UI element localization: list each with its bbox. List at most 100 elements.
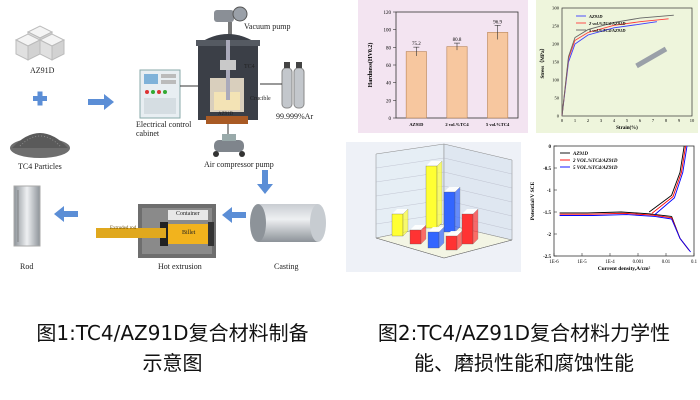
specimen-icon — [635, 46, 668, 69]
x-tick-label: 8 — [665, 118, 668, 123]
bar-side — [436, 160, 443, 229]
bar-front — [445, 235, 458, 251]
bar-top — [426, 161, 442, 166]
y-tick-label: 200 — [552, 42, 560, 47]
bar-side — [454, 186, 461, 233]
x-tick-label: 2 vol.%TC4 — [445, 122, 469, 127]
legend-label: AZ91D — [572, 152, 588, 157]
plot-frame — [561, 7, 693, 117]
plot-frame — [553, 145, 695, 257]
axis-x — [375, 237, 445, 259]
fig1-caption-line1: 图1:TC4/AZ91D复合材料制备 — [36, 321, 309, 345]
series-line — [559, 211, 672, 217]
series-line — [561, 18, 669, 117]
series-line — [559, 214, 672, 220]
y-tick-label: 80 — [386, 46, 392, 51]
label-vacuum-pump: Vacuum pump — [244, 22, 291, 31]
bar-top — [462, 209, 478, 214]
y-axis-label: Stress（MPa） — [540, 46, 546, 79]
label-tc4-particles: TC4 Particles — [18, 162, 62, 171]
casting-cylinder-icon — [250, 204, 326, 242]
electrical-cabinet-icon — [139, 69, 181, 119]
x-tick-label: 1E-4 — [605, 260, 615, 265]
y-tick-label: 120 — [384, 11, 392, 16]
fig2-caption-line2: 能、磨损性能和腐蚀性能 — [414, 351, 634, 375]
x-tick-label: 1 — [574, 118, 576, 123]
y-tick-label: 150 — [552, 60, 560, 65]
bar-side — [402, 208, 409, 237]
x-tick-label: 6 — [639, 118, 642, 123]
bar-top — [446, 231, 462, 236]
y-tick-label: 50 — [555, 96, 560, 101]
bar-front — [427, 231, 440, 249]
y-tick-label: 100 — [552, 78, 560, 83]
x-tick-label: 7 — [652, 118, 655, 123]
hot-extrusion-icon — [96, 204, 216, 258]
bar-top — [392, 209, 408, 214]
bar-top — [444, 187, 460, 192]
vacuum-pump-icon — [214, 6, 248, 38]
arrow-down-icon — [257, 170, 273, 194]
label-argon: 99.999%Ar — [276, 112, 314, 121]
x-axis-label: Current density,A/cm² — [598, 266, 651, 272]
y-tick-label: 100 — [384, 29, 392, 34]
legend-label: AZ91D — [588, 14, 603, 19]
bar-side — [438, 226, 445, 249]
bar-front — [461, 213, 474, 245]
label-az91d: AZ91D — [30, 66, 55, 75]
x-tick-label: 1E-5 — [577, 260, 587, 265]
bar-top — [428, 227, 444, 232]
y-axis-label: Hardness(HV0.2) — [367, 43, 374, 88]
bar — [446, 46, 468, 119]
label-billet: Billet — [182, 230, 196, 236]
az91d-cubes-icon — [14, 25, 66, 61]
label-tc4-small: TC4 — [244, 64, 255, 70]
fig1-caption: 图1:TC4/AZ91D复合材料制备 示意图 — [0, 318, 345, 378]
grid-line — [443, 171, 513, 189]
y-tick-label: 0 — [557, 114, 560, 119]
label-container: Container — [176, 211, 200, 217]
x-tick-label: 10 — [690, 118, 695, 123]
y-tick-label: 300 — [552, 6, 560, 11]
legend-label: 2 vol.%TC4/AZ91D — [588, 21, 626, 26]
chart-wear-3d — [346, 142, 521, 272]
argon-tanks-icon — [281, 62, 305, 109]
rod-icon — [13, 185, 41, 247]
x-tick-label: 5 vol.%TC4 — [486, 122, 510, 127]
x-axis-label: Strain(%) — [616, 126, 638, 131]
bar — [405, 51, 427, 119]
x-tick-label: 0.01 — [662, 260, 671, 265]
legend-label: 5 vol.%TC4/AZ91D — [589, 28, 626, 33]
x-tick-label: 3 — [600, 118, 603, 123]
vacuum-furnace-icon — [196, 34, 260, 124]
label-casting: Casting — [274, 262, 299, 271]
x-tick-label: 0.001 — [633, 260, 644, 265]
y-tick-label: 250 — [552, 24, 560, 29]
data-label: 80.8 — [453, 38, 462, 43]
y-tick-label: -1.5 — [543, 211, 551, 216]
x-tick-label: 0 — [561, 118, 564, 123]
tc4-particle-pile-icon — [10, 133, 70, 158]
label-rod: Rod — [20, 262, 34, 271]
series-line — [559, 212, 672, 219]
grid-line — [443, 157, 513, 175]
series-line-anodic — [654, 145, 688, 215]
series-line — [561, 14, 674, 117]
fig2-caption-line1: 图2:TC4/AZ91D复合材料力学性 — [377, 321, 671, 345]
x-tick-label: 0.1 — [691, 260, 698, 265]
x-tick-label: 9 — [678, 118, 681, 123]
chart-hardness-svg: 020406080100120Hardness(HV0.2)75.2AZ91D8… — [367, 11, 519, 127]
series-line-anodic — [648, 145, 685, 213]
arrow-left-icon-2 — [54, 206, 78, 222]
arrow-left-icon — [222, 207, 246, 223]
data-label: 75.2 — [412, 42, 421, 47]
series-line-cathodic — [671, 218, 691, 253]
bar — [487, 32, 509, 119]
x-tick-label: 1E-6 — [549, 260, 559, 265]
fig2-caption: 图2:TC4/AZ91D复合材料力学性 能、磨损性能和腐蚀性能 — [348, 318, 700, 378]
y-tick-label: -0.5 — [543, 167, 551, 172]
